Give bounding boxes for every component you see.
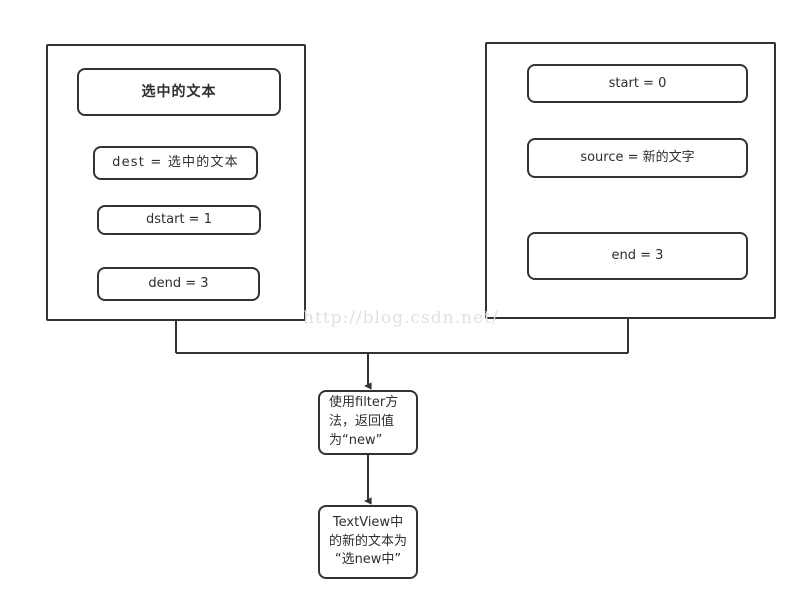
node-result-step-label: TextView中的新的文本为“选new中”: [328, 514, 407, 568]
group-box-source: [485, 42, 776, 319]
node-end-label: end = 3: [611, 248, 664, 264]
watermark-text: http://blog.csdn.net/: [303, 308, 499, 328]
node-end[interactable]: end = 3: [527, 232, 748, 280]
node-selected-text-label: 选中的文本: [141, 83, 217, 100]
node-source[interactable]: source = 新的文字: [527, 138, 748, 178]
node-start[interactable]: start = 0: [527, 64, 748, 103]
node-dest[interactable]: dest = 选中的文本: [93, 146, 258, 180]
node-dstart[interactable]: dstart = 1: [97, 205, 261, 235]
node-dstart-label: dstart = 1: [146, 212, 212, 228]
node-start-label: start = 0: [608, 75, 667, 91]
node-filter-step-label: 使用filter方法，返回值为“new”: [329, 395, 399, 448]
group-box-dest: [46, 44, 306, 321]
node-dest-label: dest = 选中的文本: [112, 155, 239, 171]
node-selected-text[interactable]: 选中的文本: [77, 68, 281, 116]
node-dend-label: dend = 3: [148, 276, 209, 292]
node-filter-step[interactable]: 使用filter方法，返回值为“new”: [318, 390, 418, 455]
node-result-step[interactable]: TextView中的新的文本为“选new中”: [318, 505, 418, 579]
node-dend[interactable]: dend = 3: [97, 267, 260, 301]
node-source-label: source = 新的文字: [580, 150, 695, 166]
